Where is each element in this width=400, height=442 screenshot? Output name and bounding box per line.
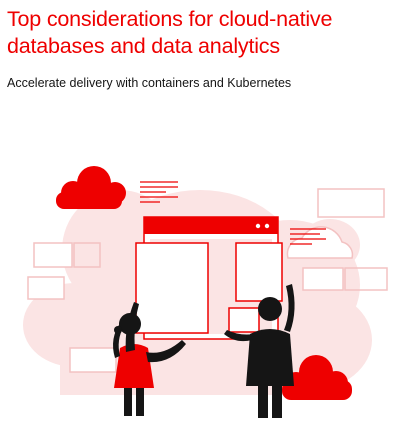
content-card-small [228,307,260,333]
outline-box-bottom-left [69,347,117,373]
content-card-left [135,242,209,334]
person-icon [224,284,295,418]
title-line-2: databases and data analytics [7,34,280,58]
cloud-outline-icon [286,226,354,259]
outline-box-top-right [317,188,385,218]
outline-box-left-2 [73,242,101,268]
content-card-right [235,242,283,302]
cover-illustration [23,166,388,418]
cloud-icon [56,166,126,209]
page-title: Top considerations for cloud-native data… [7,6,397,60]
subtitle: Accelerate delivery with containers and … [7,76,292,90]
cloud-icon [282,355,352,400]
document-lines-icon [290,228,326,245]
outline-box-left-3 [27,276,65,300]
outline-box-right-2 [344,267,388,291]
person-icon [113,302,186,416]
title-line-1: Top considerations for cloud-native [7,7,333,31]
outline-box-left [33,242,73,268]
document-lines-icon [140,181,178,203]
outline-box-right [302,267,344,291]
